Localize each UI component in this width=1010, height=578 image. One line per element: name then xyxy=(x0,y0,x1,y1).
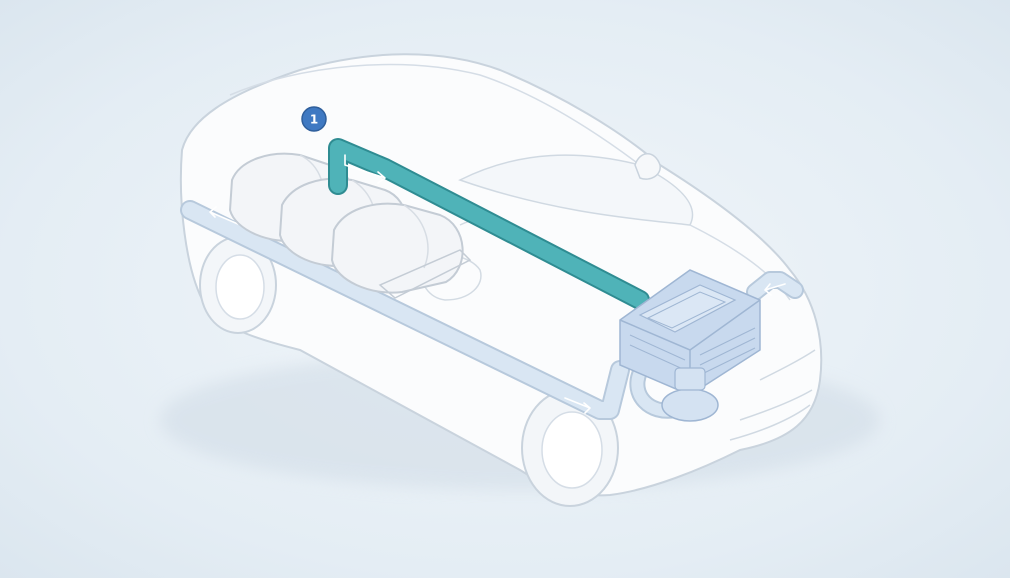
hydrogen-tank-3 xyxy=(330,202,464,294)
roof-line xyxy=(229,63,641,166)
front-bumper xyxy=(729,349,816,441)
step-badge-label: 1 xyxy=(310,113,318,127)
step-badge[interactable]: 1 xyxy=(301,106,327,132)
side-mirror xyxy=(634,153,661,180)
windshield xyxy=(458,154,694,226)
hydrogen-tank-icon xyxy=(228,152,472,299)
flow-arrow-icon xyxy=(344,154,386,184)
flow-arrow-icon xyxy=(209,206,786,414)
fuel-cell-stack-icon xyxy=(619,269,761,422)
rear-wheel xyxy=(199,236,277,334)
hydrogen-supply-line xyxy=(328,138,650,310)
